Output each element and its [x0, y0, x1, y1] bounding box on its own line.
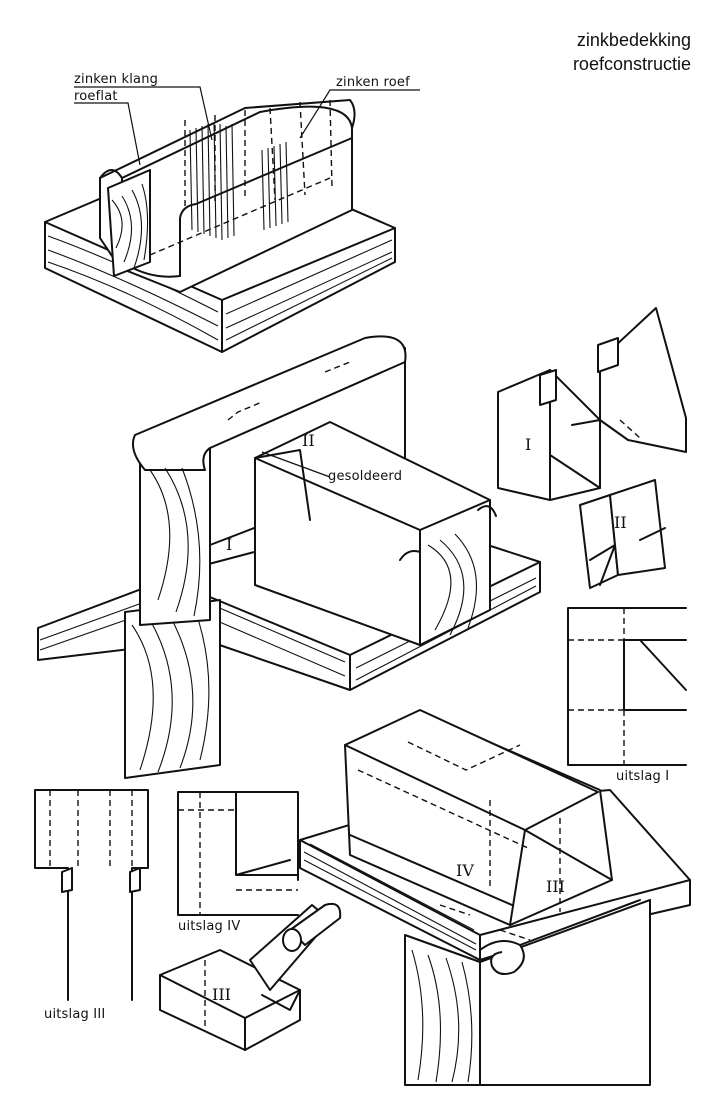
end-board-grain [303, 843, 477, 951]
top-roef-detail: zinken klang roeflat zinken roef [44, 72, 420, 353]
partI-tab-left [539, 369, 557, 406]
partI-tab-top [597, 337, 619, 373]
uitslagIV-label: uitslag IV [178, 919, 240, 934]
uitslagI-inner [623, 639, 687, 711]
top-klang-hatch [189, 121, 289, 241]
uitslagI-outline [567, 607, 687, 766]
end-label-III: III [546, 877, 565, 896]
partII-right [609, 479, 666, 576]
mid-roef-body [254, 421, 491, 646]
top-roeflat-section [107, 169, 151, 277]
partIII-roll-end [282, 928, 302, 952]
uitslagI-label: uitslag I [616, 769, 669, 784]
part-II-fold: II [579, 479, 666, 589]
partIII-roll [289, 902, 342, 946]
end-post [404, 899, 651, 1086]
mid-cap-hidden [227, 361, 351, 421]
uitslagIV-outline [177, 791, 299, 916]
uitslagI-folds [568, 608, 625, 765]
end-roef-lower-seam [349, 834, 513, 906]
partI-flap [599, 307, 687, 453]
mid-roef-edges [254, 457, 491, 646]
roof-end-detail: IV III [299, 709, 691, 1086]
mid-roef-grain [427, 533, 478, 636]
partIII-fold-lines [261, 989, 301, 1011]
label-gesoldeerd: gesoldeerd [328, 469, 402, 484]
mid-zinc-cap [132, 335, 407, 471]
uitslagIII-folds [49, 790, 133, 868]
partI-label: I [525, 435, 531, 454]
top-zinc-top-edge [121, 105, 353, 179]
uitslagIV-inner [235, 791, 299, 876]
top-leader-roef [299, 89, 420, 139]
part-III-fold: III [159, 902, 342, 1051]
end-curl-edge [519, 899, 641, 946]
title-line-zinkbedekking: zinkbedekking [576, 30, 691, 50]
uitslagIII-label: uitslag III [44, 1007, 105, 1022]
uitslagIII-tabs [61, 867, 141, 893]
mid-wall-grain [149, 467, 201, 617]
label-zinken-roef: zinken roef [336, 75, 410, 90]
uitslagIV-folds [178, 792, 298, 915]
end-roef-top [344, 709, 599, 831]
top-roeflat-grain [111, 183, 149, 269]
end-roof-board-edges [299, 839, 691, 961]
partIII-label: III [212, 985, 231, 1004]
middle-corner-detail: gesoldeerd II I [37, 335, 541, 779]
partII-folds [589, 527, 666, 586]
title-block: zinkbedekking roefconstructie [573, 28, 691, 76]
uitslag-IV: uitslag IV [177, 791, 299, 934]
uitslagIII-outline [34, 789, 149, 1001]
end-zinc-curl [479, 940, 525, 975]
label-roeflat: roeflat [74, 89, 118, 104]
partIII-base-edges [159, 974, 301, 1051]
mid-label-I: I [226, 535, 232, 554]
part-I-fold: I [497, 307, 687, 501]
end-roef-hidden [357, 741, 561, 912]
title-line-roefconstructie: roefconstructie [572, 54, 691, 74]
mid-label-II: II [302, 431, 315, 450]
end-label-IV: IV [456, 861, 474, 880]
uitslag-I: uitslag I [567, 607, 687, 784]
mid-roef-folds [399, 505, 497, 561]
mid-post-grain [131, 609, 210, 773]
label-zinken-klang: zinken klang [74, 72, 158, 87]
mid-leader-gesoldeerd [261, 451, 331, 478]
mid-post [124, 599, 221, 779]
partI-hidden [599, 372, 641, 439]
top-leader-klang-roeflat [74, 86, 213, 166]
end-curl-hidden [439, 904, 531, 941]
uitslag-III: uitslag III [34, 789, 149, 1022]
top-zinc-inner-fold [179, 137, 353, 277]
partII-label: II [614, 513, 627, 532]
end-post-grain [411, 949, 473, 1083]
